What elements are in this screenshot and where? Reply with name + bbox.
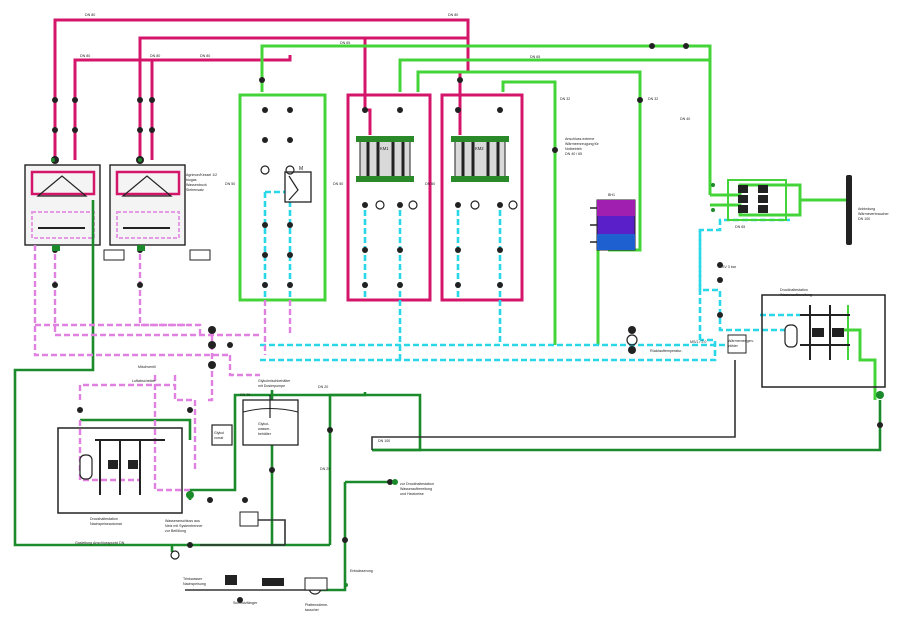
svg-text:DN 50: DN 50 <box>225 182 235 186</box>
svg-text:Entwässerung: Entwässerung <box>350 569 373 573</box>
gas-boiler-2 <box>109 164 186 246</box>
pipe-network-hot-flow <box>53 18 470 160</box>
svg-text:DN 80: DN 80 <box>150 54 160 58</box>
glycol-mixing-tank: Glykol-wasser-behälter Glykolmischbehält… <box>242 379 299 446</box>
svg-text:Mischventil: Mischventil <box>138 365 156 369</box>
svg-text:Plattenwärme-tauscher: Plattenwärme-tauscher <box>305 603 329 612</box>
chp-module-km1: KM1 <box>356 136 414 182</box>
svg-text:DN 25: DN 25 <box>240 393 250 397</box>
svg-text:DN 80: DN 80 <box>80 54 90 58</box>
svg-text:SV 3 bar: SV 3 bar <box>722 265 737 269</box>
pipe-network-main-return <box>13 200 882 592</box>
svg-text:DN 20: DN 20 <box>318 385 328 389</box>
svg-text:DN 100: DN 100 <box>378 439 390 443</box>
svg-text:MS/1 / 2.0: MS/1 / 2.0 <box>690 340 706 344</box>
svg-text:DN 50: DN 50 <box>425 182 435 186</box>
heat-exchanger-m1: M <box>284 166 312 203</box>
heat-meter-boxes <box>103 249 747 527</box>
svg-text:DN 32: DN 32 <box>648 97 658 101</box>
svg-text:DN 65: DN 65 <box>530 55 540 59</box>
gas-boiler-1 <box>24 164 101 246</box>
svg-text:DN 65: DN 65 <box>340 41 350 45</box>
svg-text:Gasleitung Anschlusspunkt DN: Gasleitung Anschlusspunkt DN <box>75 541 125 545</box>
svg-text:Schmutzfänger: Schmutzfänger <box>233 601 258 605</box>
m1-label: M <box>299 166 303 172</box>
svg-text:Luftabscheider: Luftabscheider <box>132 379 156 383</box>
svg-text:DN 32: DN 32 <box>560 97 570 101</box>
km1-label: KM1 <box>380 146 389 151</box>
buffer-tank-bh1: BH1 <box>590 193 636 251</box>
water-supply-line <box>225 575 328 603</box>
valves <box>51 43 883 548</box>
svg-text:DN 80: DN 80 <box>200 54 210 58</box>
svg-text:Wärmemengen-zähler: Wärmemengen-zähler <box>728 339 755 348</box>
svg-text:DN 40: DN 40 <box>680 117 690 121</box>
pipe-network-return-cyan <box>260 190 800 362</box>
svg-text:DN 80: DN 80 <box>85 13 95 17</box>
pipe-network-glycol <box>33 245 292 492</box>
svg-text:Rücklauftemperatur-: Rücklauftemperatur- <box>650 349 683 353</box>
km2-label: KM2 <box>475 146 484 151</box>
pipe-network-heating-circuit <box>238 44 877 400</box>
check-valves <box>51 158 884 587</box>
svg-text:DN 65: DN 65 <box>735 225 745 229</box>
chp-module-km2: KM2 <box>451 136 509 182</box>
svg-text:DN 80: DN 80 <box>448 13 458 17</box>
distribution-manifold <box>727 175 852 245</box>
svg-text:Glykol-wasser-behälter: Glykol-wasser-behälter <box>258 422 272 436</box>
pipe-labels: DN 80 DN 80 DN 80 DN 80 DN 80 DN 65 DN 6… <box>80 13 745 471</box>
bh1-label: BH1 <box>608 193 615 197</box>
svg-text:DN 25: DN 25 <box>320 467 330 471</box>
svg-text:DN 50: DN 50 <box>333 182 343 186</box>
